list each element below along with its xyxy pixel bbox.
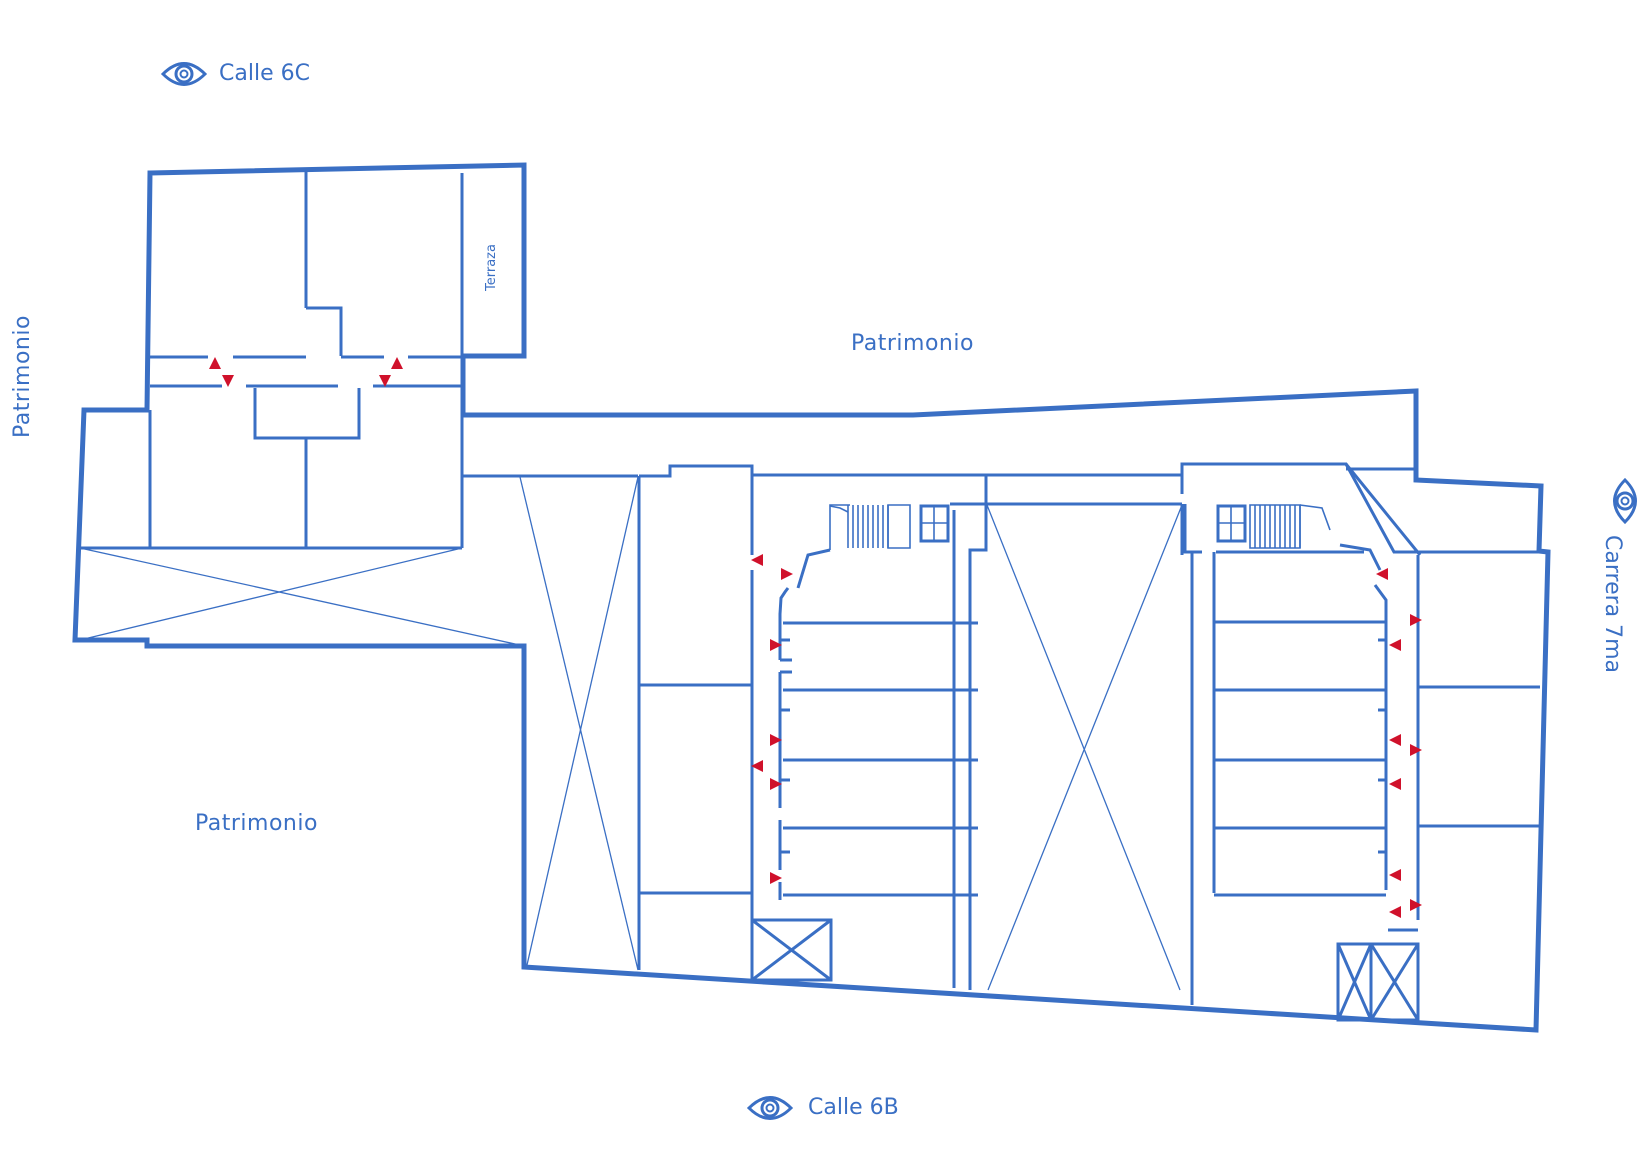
building-outline: [72, 162, 1551, 1033]
stair-rail: [829, 505, 849, 513]
view-label-carrera-7ma[interactable]: Carrera 7ma: [1600, 535, 1625, 674]
door-marker: [1389, 639, 1401, 651]
door-markers: [209, 357, 1422, 918]
door-marker: [770, 639, 782, 651]
view-label-calle-6b[interactable]: Calle 6B: [808, 1095, 899, 1120]
void-diagonal: [79, 547, 525, 647]
eye-icon[interactable]: [161, 59, 207, 89]
eye-icon[interactable]: [1610, 478, 1640, 524]
void-diagonal: [79, 547, 463, 641]
lift-void-b-diagonal: [1369, 943, 1420, 1021]
interior-walls: [80, 171, 1548, 1022]
core-wall: [778, 587, 790, 660]
door-marker: [751, 760, 763, 772]
area-label-patrimonio-top: Patrimonio: [851, 331, 974, 356]
door-marker: [1410, 744, 1422, 756]
door-marker: [1389, 906, 1401, 918]
lift-void-diagonal: [751, 918, 832, 982]
door-marker: [1389, 778, 1401, 790]
core-edge: [1344, 463, 1422, 556]
exterior-walls: [72, 162, 1551, 1033]
area-label-patrimonio-bottom: Patrimonio: [195, 811, 318, 836]
door-marker: [770, 872, 782, 884]
eye-icon[interactable]: [747, 1093, 793, 1123]
door-marker: [770, 778, 782, 790]
door-marker: [751, 554, 763, 566]
void-diagonal: [986, 504, 1181, 991]
area-label-terraza: Terraza: [484, 244, 499, 291]
stairs: [829, 504, 1331, 550]
view-label-calle-6c[interactable]: Calle 6C: [219, 61, 310, 86]
wall: [253, 388, 361, 440]
door-arc: [1339, 543, 1382, 571]
stair-landing: [887, 504, 911, 549]
wall: [639, 464, 988, 990]
area-label-patrimonio-left: Patrimonio: [10, 315, 35, 438]
wall: [1183, 504, 1202, 554]
lift-void: [750, 918, 833, 982]
void-diagonal: [987, 504, 1183, 991]
door-marker: [1389, 869, 1401, 881]
lift-void-a-diagonal: [1336, 943, 1373, 1021]
door-marker: [222, 375, 234, 387]
stair-frame: [829, 504, 850, 550]
door-marker: [1389, 734, 1401, 746]
door-marker: [1376, 568, 1388, 580]
door-marker: [209, 357, 221, 369]
door-marker: [391, 357, 403, 369]
void-diagonal: [519, 476, 639, 971]
wall: [306, 306, 343, 356]
door-marker: [1410, 614, 1422, 626]
void-crosses: [79, 476, 1183, 991]
door-arc: [1373, 584, 1388, 620]
door-marker: [379, 375, 391, 387]
void-diagonal: [526, 476, 639, 966]
door-marker: [770, 734, 782, 746]
door-marker: [781, 568, 793, 580]
wall: [1180, 462, 1548, 554]
door-arc: [796, 548, 831, 589]
stair-rail: [1299, 504, 1331, 531]
lift-void-b: [1369, 942, 1420, 1022]
door-marker: [1410, 899, 1422, 911]
